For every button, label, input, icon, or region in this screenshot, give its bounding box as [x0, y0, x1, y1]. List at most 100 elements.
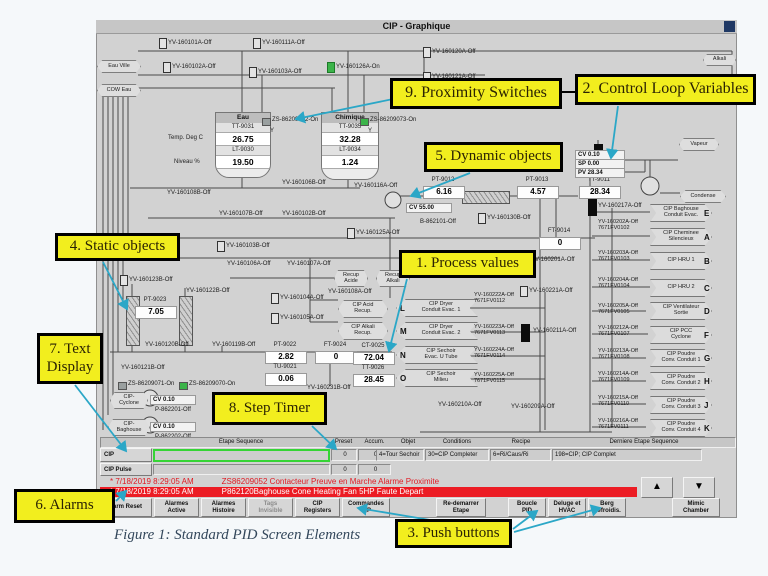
push-button-re-demarrer[interactable]: Re-demarrer Etape [436, 498, 486, 517]
push-button-alarmes[interactable]: Alarmes Active [154, 498, 199, 517]
pipe-label: YV-160108A-Off [328, 289, 372, 295]
proximity-switch-icon[interactable] [360, 118, 369, 126]
static-column-1 [126, 296, 140, 346]
tank-value: 1.24 [322, 155, 378, 169]
seq-header: Recipe [511, 439, 531, 445]
pipe-label: YV-160107B-Off [219, 211, 263, 217]
push-button-deluge-et[interactable]: Deluge et HVAC [548, 498, 586, 517]
push-button-cip[interactable]: CIP Registers [295, 498, 340, 517]
pipe-label: YV-160126A-On [327, 62, 380, 73]
pipe-label: YV-160107A-Off [287, 261, 331, 267]
window-control-icon[interactable] [724, 21, 735, 32]
alarm-row[interactable]: * 7/18/2019 8:29:05 AM ZS86209052 Contact… [100, 477, 637, 487]
pipe-label: YV-160111A-Off [253, 38, 305, 49]
static-column-2 [179, 296, 193, 346]
pipe-label: YV-160119B-Off [212, 342, 256, 348]
dest-flag-H: CIP Poudre Conv. Conduit 2 [650, 372, 712, 390]
push-button-alarmes[interactable]: Alarmes Histoire [201, 498, 246, 517]
valve-icon[interactable] [271, 313, 279, 324]
pipe-label: YV-160125A-Off [347, 228, 400, 239]
valve-160217-icon[interactable] [588, 198, 597, 216]
valve-tag: YV-160202A-Off 7671FV0102 [598, 219, 638, 232]
push-button-commandes[interactable]: Commandes CIP [342, 498, 390, 517]
valve-icon[interactable] [163, 62, 171, 73]
seq-objet-cell: 4=Tour Sechoir [376, 449, 424, 461]
flow-flag: CIP Acid Recup. [338, 300, 388, 318]
dest-letter-E: E [704, 209, 710, 218]
pipe-label: YV-160104A-Off [271, 293, 324, 304]
alarm-scroll-down-button[interactable]: ▼ [683, 477, 715, 498]
flow-flag: COW Eau [97, 84, 141, 97]
valve-icon[interactable] [423, 47, 431, 58]
seq-row-button-cip-pulse[interactable]: CIP Pulse [100, 463, 152, 476]
tank-value: 26.75 [216, 132, 270, 146]
valve-tag: YV-160214A-Off 7671FV0109 [598, 371, 638, 384]
callout-9: 9. Proximity Switches [390, 78, 562, 109]
valve-icon[interactable] [478, 213, 486, 224]
push-button-mimic[interactable]: Mimic Chamber [672, 498, 720, 517]
pv-value: 7.05 [135, 306, 177, 319]
pipe-label: B-862101-Off [420, 219, 456, 225]
valve-icon[interactable] [271, 293, 279, 304]
pipe-label: YV-160231B-Off [307, 385, 351, 391]
seq-preset-cell-2: 0 [331, 464, 357, 475]
dest-flag-O: CIP Sechoir Milieu [396, 369, 478, 387]
tank-tag: LT-9030 [216, 146, 270, 155]
proximity-switch-icon[interactable] [179, 382, 188, 390]
pv-value: 0.06 [265, 373, 307, 386]
cv-box: CV 0.10 [150, 395, 196, 405]
valve-tag: YV-160224A-Off 7671FV0114 [474, 347, 514, 360]
seq-conditions-cell: 30=CIP Completer [425, 449, 489, 461]
proximity-switch-label: ZS-86209071-On [128, 381, 175, 387]
pipe-label: P-862201-Off [155, 407, 191, 413]
flow-flag: CIP- Cyclone [110, 392, 148, 409]
pv-tag: CT-9025 [361, 343, 385, 349]
pv-value: 28.45 [353, 374, 395, 387]
dest-letter-H: H [704, 377, 710, 386]
proximity-switch-label: ZS-86209073-On [370, 117, 417, 123]
dest-flag-M: CIP Dryer Conduit Evac. 2 [396, 322, 478, 340]
pv-value: 0 [539, 237, 581, 250]
dest-letter-B: B [704, 257, 710, 266]
valve-tag: YV-160204A-Off 7671FV0104 [598, 277, 638, 290]
alarm-scroll-up-button[interactable]: ▲ [641, 477, 673, 498]
dest-flag-C: CIP HRU 2 [650, 279, 712, 297]
push-button-tags[interactable]: Tags Invisible [248, 498, 293, 517]
proximity-switch-icon[interactable] [118, 382, 127, 390]
valve-icon[interactable] [249, 67, 257, 78]
valve-icon[interactable] [253, 38, 261, 49]
seq-header: Etape Sequence [218, 439, 264, 445]
push-button-berg[interactable]: Berg Refroidis. [588, 498, 626, 517]
dest-letter-L: L [400, 304, 405, 313]
dest-letter-F: F [704, 331, 709, 340]
proximity-switch-icon[interactable] [262, 118, 271, 126]
pipe-label: YV-160103B-Off [217, 241, 270, 252]
pipe-label: YV-160120A-Off [423, 47, 476, 58]
dest-flag-B: CIP HRU 1 [650, 252, 712, 270]
tank-side-label: Niveau % [174, 159, 200, 165]
dest-letter-G: G [704, 354, 711, 363]
valve-icon[interactable] [159, 38, 167, 49]
valve-icon[interactable] [120, 275, 128, 286]
valve-tag: YV-160215A-Off 7671FV0110 [598, 395, 638, 408]
pv-tag: PT-9023 [143, 297, 167, 303]
pipe-label: YV-160108B-Off [167, 190, 211, 196]
seq-step-cell-2 [153, 464, 330, 475]
pipe-label: YV-160101A-Off [159, 38, 212, 49]
alarm-message: P862120Baghouse Cone Heating Fan 5HP Fau… [221, 487, 424, 496]
alarm-timestamp: * 7/18/2019 8:29:05 AM [110, 477, 194, 486]
seq-row-button-cip[interactable]: CIP [100, 448, 152, 462]
pv-tag: PT-9022 [273, 342, 297, 348]
alarm-message: ZS86209052 Contacteur Preuve en Marche A… [221, 477, 440, 486]
pv-tag: PT-9013 [525, 177, 549, 183]
pipe-label: YV-160130B-Off [478, 213, 531, 224]
pipe-label: YV-160105A-Off [271, 313, 324, 324]
valve-icon[interactable] [327, 62, 335, 73]
callout-2: 2. Control Loop Variables [575, 74, 756, 105]
valve-tag: YV-160223A-Off 7671FV0113 [474, 324, 514, 337]
push-button-boucle[interactable]: Boucle PID [508, 498, 546, 517]
valve-icon[interactable] [217, 241, 225, 252]
valve-icon[interactable] [347, 228, 355, 239]
